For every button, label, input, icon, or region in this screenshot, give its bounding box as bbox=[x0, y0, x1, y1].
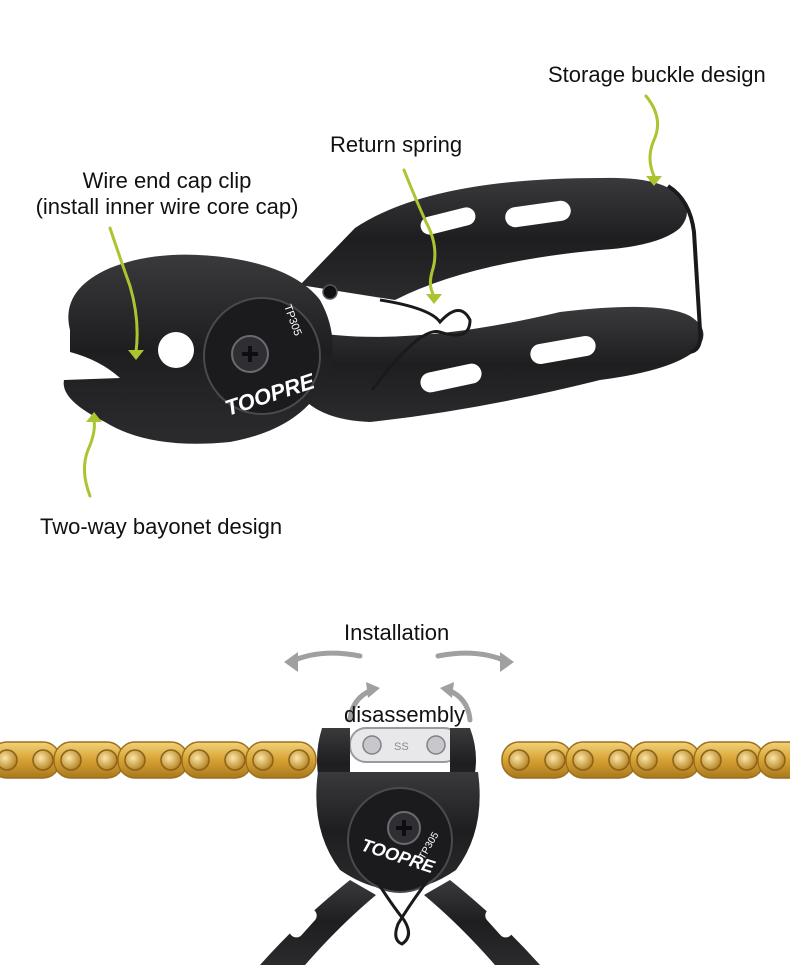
pointer-storage-buckle bbox=[644, 94, 660, 178]
arrow-installation-left bbox=[287, 650, 363, 665]
handle-slot bbox=[420, 207, 476, 235]
svg-text:SS: SS bbox=[394, 741, 409, 753]
arrow-installation-right bbox=[435, 650, 511, 665]
motion-arrowheads bbox=[284, 652, 514, 698]
arrow-right-icon bbox=[500, 652, 514, 672]
arrow-right-icon bbox=[366, 682, 380, 698]
chain-roller bbox=[572, 749, 594, 771]
chain-roller bbox=[160, 749, 182, 771]
pivot-screw-slot bbox=[242, 346, 258, 362]
chain-roller bbox=[672, 749, 694, 771]
chain-roller bbox=[508, 749, 530, 771]
arrowhead-icon bbox=[86, 412, 102, 422]
chain-roller bbox=[700, 749, 722, 771]
pointer-arrowheads bbox=[86, 176, 662, 422]
arrow-left-icon bbox=[284, 652, 298, 672]
pointer-return-spring bbox=[402, 168, 437, 298]
label-installation: Installation bbox=[344, 620, 450, 645]
handle-left bbox=[260, 880, 376, 965]
rivet bbox=[322, 284, 338, 300]
pointer-wire-cap bbox=[108, 226, 139, 354]
handle-slot bbox=[420, 363, 482, 393]
chain-roller bbox=[252, 749, 274, 771]
chain-roller bbox=[736, 749, 758, 771]
handle-slot bbox=[289, 908, 317, 938]
label-disassembly: disassembly bbox=[344, 702, 466, 727]
label-two-way-bayonet: Two-way bayonet design bbox=[40, 514, 283, 539]
handle-slot bbox=[505, 200, 571, 228]
arrowhead-icon bbox=[128, 350, 144, 360]
handle-slot bbox=[485, 908, 513, 938]
handle-right bbox=[424, 880, 540, 965]
lower-handle bbox=[300, 306, 704, 422]
chain-roller bbox=[544, 749, 566, 771]
pointer-bayonet bbox=[83, 418, 96, 498]
label-storage-buckle: Storage buckle design bbox=[548, 62, 766, 87]
arrowhead-icon bbox=[646, 176, 662, 186]
label-wire-cap-line2: (install inner wire core cap) bbox=[35, 194, 299, 219]
chain-roller bbox=[288, 749, 310, 771]
chain-roller bbox=[764, 749, 786, 771]
chain-plier-tool-top: TOOPRE TP305 bbox=[63, 177, 704, 444]
handle-slot bbox=[530, 336, 596, 364]
pointer-lines bbox=[83, 94, 660, 498]
arrow-left-icon bbox=[440, 682, 454, 698]
master-link: SS bbox=[349, 727, 461, 763]
chain-roller bbox=[636, 749, 658, 771]
upper-handle bbox=[300, 177, 687, 300]
arrowhead-icon bbox=[426, 294, 442, 304]
chain-roller bbox=[124, 749, 146, 771]
chain-roller bbox=[188, 749, 210, 771]
chain-roller bbox=[96, 749, 118, 771]
bike-chain bbox=[0, 741, 790, 779]
chain-roller bbox=[0, 749, 18, 771]
pivot-screw-slot bbox=[396, 820, 412, 836]
chain-roller bbox=[60, 749, 82, 771]
chain-roller bbox=[224, 749, 246, 771]
return-spring bbox=[374, 879, 430, 946]
label-return-spring: Return spring bbox=[330, 132, 463, 157]
storage-buckle bbox=[666, 184, 703, 354]
chain-roller bbox=[608, 749, 630, 771]
label-wire-cap-clip: Wire end cap clip (install inner wire co… bbox=[22, 168, 312, 220]
jaw-hole bbox=[158, 332, 194, 368]
label-wire-cap-line1: Wire end cap clip bbox=[82, 168, 252, 193]
chain-plier-tool-bottom: TOOPRE TP305 bbox=[260, 728, 540, 965]
chain-roller bbox=[32, 749, 54, 771]
return-spring bbox=[370, 298, 472, 391]
